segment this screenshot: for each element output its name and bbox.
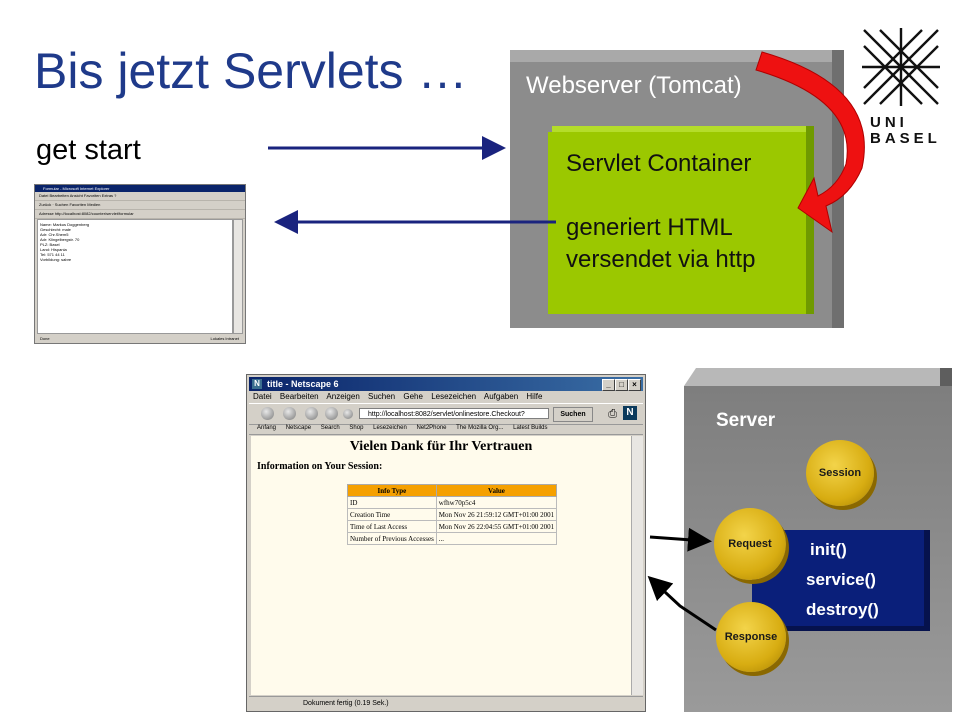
servlet-container-box — [548, 132, 806, 314]
ie-content-line: Adr: Klingelbergstr. 70 — [40, 237, 80, 242]
table-cell: ... — [435, 532, 558, 545]
netscape-title-bar: N title - Netscape 6 _ □ × — [249, 377, 643, 391]
page-heading: Vielen Dank für Ihr Vertrauen — [349, 439, 533, 454]
search-button[interactable]: Suchen — [553, 407, 593, 422]
method-init: init() — [810, 540, 847, 559]
servlet-container-title: Servlet Container — [566, 150, 752, 177]
netscape-scrollbar[interactable] — [631, 436, 643, 695]
url-input[interactable]: http://localhost:8082/servlet/onlinestor… — [359, 408, 549, 419]
menu-hilfe[interactable]: Hilfe — [526, 392, 543, 401]
get-start-label: get start — [36, 134, 141, 166]
table-row: Number of Previous Accesses ... — [347, 532, 558, 545]
status-text: Dokument fertig (0.19 Sek.) — [303, 700, 389, 707]
menu-anzeigen[interactable]: Anzeigen — [326, 392, 360, 401]
netscape-bookmarks-bar: Anfang Netscape Search Shop Lesezeichen … — [249, 423, 643, 435]
bookmark-mozilla-org[interactable]: The Mozilla Org... — [456, 425, 504, 431]
netscape-navigation-toolbar: http://localhost:8082/servlet/onlinestor… — [249, 403, 643, 425]
webserver-title: Webserver (Tomcat) — [526, 72, 742, 99]
logo-text-basel: BASEL — [870, 130, 941, 147]
ie-address-bar: Adresse http://localhost:8082/counter/se… — [35, 210, 245, 219]
bookmark-net2phone[interactable]: Net2Phone — [416, 425, 447, 431]
back-icon[interactable] — [261, 407, 274, 420]
netscape-page-content: Vielen Dank für Ihr Vertrauen Informatio… — [251, 436, 631, 695]
servlet-container-line-html: generiert HTML — [566, 214, 733, 241]
ie-toolbar: Zurück · Suchen Favoriten Medien — [35, 201, 245, 210]
maximize-icon[interactable]: □ — [615, 379, 628, 391]
ie-content-line: Land: Hispania — [40, 247, 67, 252]
server-box-top — [684, 368, 952, 386]
outgoing-response-arrow — [647, 575, 717, 632]
netscape-window: N title - Netscape 6 _ □ × Datei Bearbei… — [246, 374, 646, 712]
method-service: service() — [806, 570, 876, 589]
ie-scrollbar — [233, 219, 243, 334]
search-icon[interactable] — [343, 409, 353, 419]
netscape-n-icon: N — [252, 379, 262, 389]
slide-title: Bis jetzt Servlets … — [34, 43, 468, 99]
stop-icon[interactable] — [325, 407, 338, 420]
session-info-table: Info Type Value ID wfhw70p5c4 Creation T… — [347, 484, 558, 545]
table-header-row: Info Type Value — [347, 484, 558, 497]
response-coin: Response — [716, 602, 786, 672]
menu-aufgaben[interactable]: Aufgaben — [483, 392, 519, 401]
ie-status-right: Lokales Intranet — [210, 336, 239, 341]
uni-basel-logo — [862, 28, 940, 106]
reload-icon[interactable] — [305, 407, 318, 420]
close-icon[interactable]: × — [628, 379, 641, 391]
request-coin: Request — [714, 508, 786, 580]
menu-suchen[interactable]: Suchen — [368, 392, 396, 401]
servlet-container-top — [552, 126, 814, 132]
ie-title-bar: Formular - Microsoft Internet Explorer — [35, 185, 245, 192]
netscape-menu-bar: Datei Bearbeiten Anzeigen Suchen Gehe Le… — [253, 392, 548, 401]
ie-content-line: Name: Markus Doggenberg — [40, 222, 90, 227]
bookmark-anfang[interactable]: Anfang — [257, 425, 277, 431]
bookmark-netscape[interactable]: Netscape — [285, 425, 312, 431]
logo-text-uni: UNI — [870, 114, 908, 131]
servlet-container-side — [806, 126, 814, 314]
ie-content-line: Adr: Chr.Shem5 — [40, 232, 69, 237]
column-header-info-type: Info Type — [347, 484, 437, 497]
ie-content-line: Vorbildung: sabre — [40, 257, 72, 262]
method-destroy: destroy() — [806, 600, 879, 619]
menu-datei[interactable]: Datei — [253, 392, 272, 401]
menu-bearbeiten[interactable]: Bearbeiten — [279, 392, 319, 401]
bookmark-shop[interactable]: Shop — [349, 425, 364, 431]
netscape-status-bar: Dokument fertig (0.19 Sek.) — [249, 696, 643, 710]
session-info-label: Information on Your Session: — [257, 461, 383, 472]
menu-gehe[interactable]: Gehe — [403, 392, 423, 401]
ie-content-line: Tel: 571 44 11 — [40, 252, 65, 257]
ie-status-left: Done — [40, 336, 50, 341]
print-icon[interactable]: ⎙ — [608, 408, 617, 420]
ie-page-content: Name: Markus Doggenberg Geschlecht: male… — [37, 219, 233, 334]
ie-menu-bar: Datei Bearbeiten Ansicht Favoriten Extra… — [35, 192, 245, 201]
ie-browser-thumbnail: Formular - Microsoft Internet Explorer D… — [34, 184, 246, 344]
ie-status-bar: Done Lokales Intranet — [37, 335, 243, 342]
red-curved-arrow — [755, 51, 865, 234]
bookmark-latest-builds[interactable]: Latest Builds — [513, 425, 548, 431]
bookmark-search[interactable]: Search — [320, 425, 340, 431]
server-label: Server — [716, 410, 776, 431]
menu-lesezeichen[interactable]: Lesezeichen — [431, 392, 477, 401]
session-coin: Session — [806, 440, 874, 506]
forward-icon[interactable] — [283, 407, 296, 420]
ie-content-line: Geschlecht: male — [40, 227, 71, 232]
minimize-icon[interactable]: _ — [602, 379, 615, 391]
servlet-container-line-http: versendet via http — [566, 246, 756, 273]
bookmark-lesezeichen[interactable]: Lesezeichen — [373, 425, 407, 431]
netscape-window-title: title - Netscape 6 — [267, 379, 339, 389]
ie-content-line: PLZ: Basel — [40, 242, 60, 247]
incoming-request-arrow — [649, 527, 712, 552]
netscape-logo-icon: N — [623, 406, 637, 420]
table-row: Time of Last Access Mon Nov 26 22:04:55 … — [347, 520, 558, 533]
